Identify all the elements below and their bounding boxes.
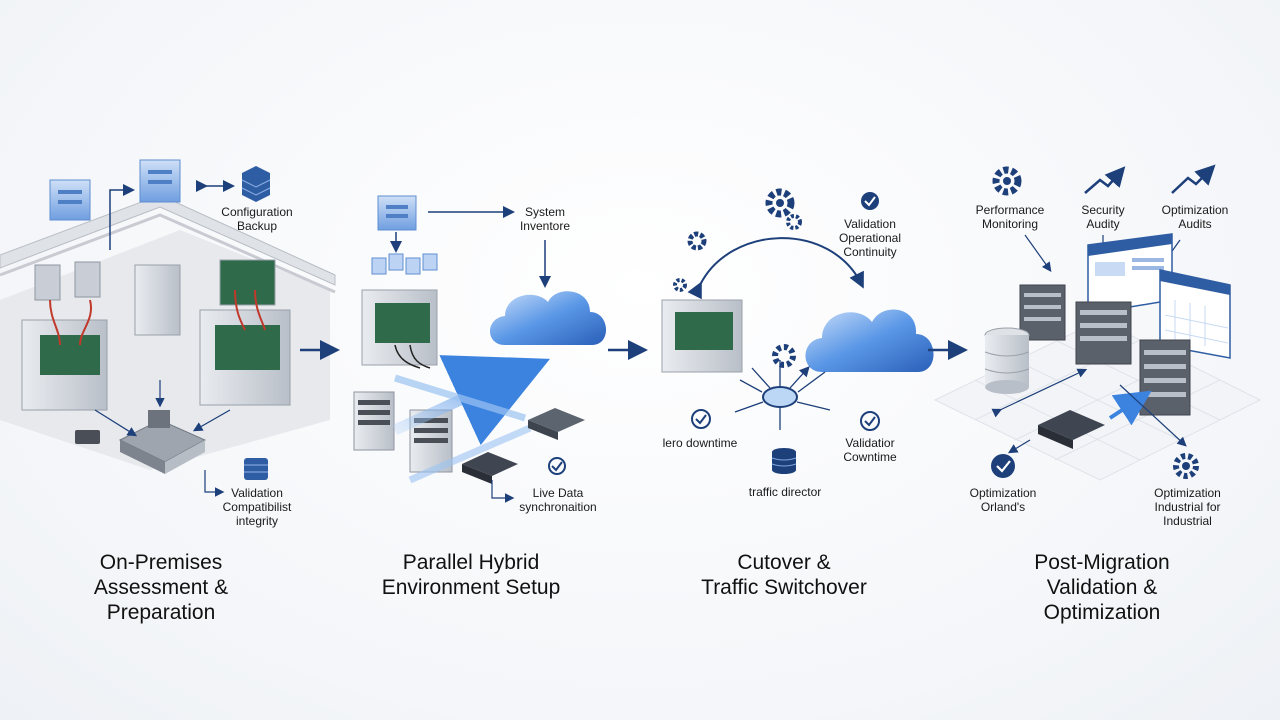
trend-up-icon	[1171, 164, 1216, 194]
server-rack	[1019, 284, 1066, 341]
stage-1-illustration	[0, 159, 336, 497]
checkmark-icon	[548, 457, 566, 475]
database-cube-icon	[241, 166, 271, 202]
label-configuration-backup: Configuration Backup	[221, 205, 293, 233]
cube-icon	[377, 195, 417, 231]
label-validation-countime: Validatior Cowntime	[843, 436, 897, 464]
label-system-inventory: System Inventore	[519, 205, 571, 233]
trend-up-icon	[1084, 166, 1126, 194]
gear-icon	[687, 231, 707, 251]
dashboard-panel	[1087, 233, 1173, 315]
checkmark-icon	[860, 411, 880, 431]
gear-icon	[786, 214, 802, 230]
label-traffic-director: traffic director	[748, 485, 822, 499]
checkmark-icon	[861, 192, 879, 210]
gear-icon	[1173, 453, 1199, 479]
cube-icon	[49, 179, 91, 221]
gear-icon	[673, 278, 687, 292]
database-icon	[771, 448, 797, 474]
server-rack	[1139, 339, 1191, 416]
label-optimization-industrial: Optimization Industrial for Industrial	[1154, 486, 1221, 528]
label-performance-monitoring: Performance Monitoring	[975, 203, 1045, 231]
label-optimization-audits: Optimization Audits	[1161, 203, 1229, 231]
cloud-icon	[490, 291, 607, 345]
checkmark-badge-icon	[991, 454, 1015, 478]
stage-3-title: Cutover & Traffic Switchover	[701, 551, 867, 599]
gear-icon	[772, 344, 796, 368]
gear-icon	[765, 188, 795, 218]
stage-3-illustration	[661, 188, 934, 474]
stage-4-title: Post-Migration Validation & Optimization	[1034, 551, 1170, 624]
label-optimization-orlands: Optimization Orland's	[969, 486, 1037, 514]
cloud-icon	[805, 309, 934, 372]
gear-icon	[992, 166, 1022, 196]
stage-4-illustration	[933, 164, 1262, 481]
stage-1-title: On-Premises Assessment & Preparation	[93, 551, 229, 624]
server-rack	[1075, 301, 1132, 365]
label-security-audit: Security Audity	[1081, 203, 1125, 231]
database-cylinder	[984, 327, 1030, 394]
stage-2-title: Parallel Hybrid Environment Setup	[381, 551, 561, 599]
label-validation-compatibility: Validation Compatibilist integrity	[222, 486, 292, 528]
traffic-director-icon	[734, 360, 831, 430]
label-validation-operational-continuity: Validation Operational Continuity	[838, 217, 902, 259]
cube-icon	[139, 159, 181, 203]
checkmark-icon	[691, 409, 711, 429]
label-live-data-sync: Live Data synchronaition	[519, 486, 597, 514]
dashboard-panel	[1159, 269, 1231, 359]
label-zero-downtime: lero downtime	[662, 436, 738, 450]
stage-2-illustration	[353, 195, 607, 503]
database-icon	[244, 458, 268, 480]
